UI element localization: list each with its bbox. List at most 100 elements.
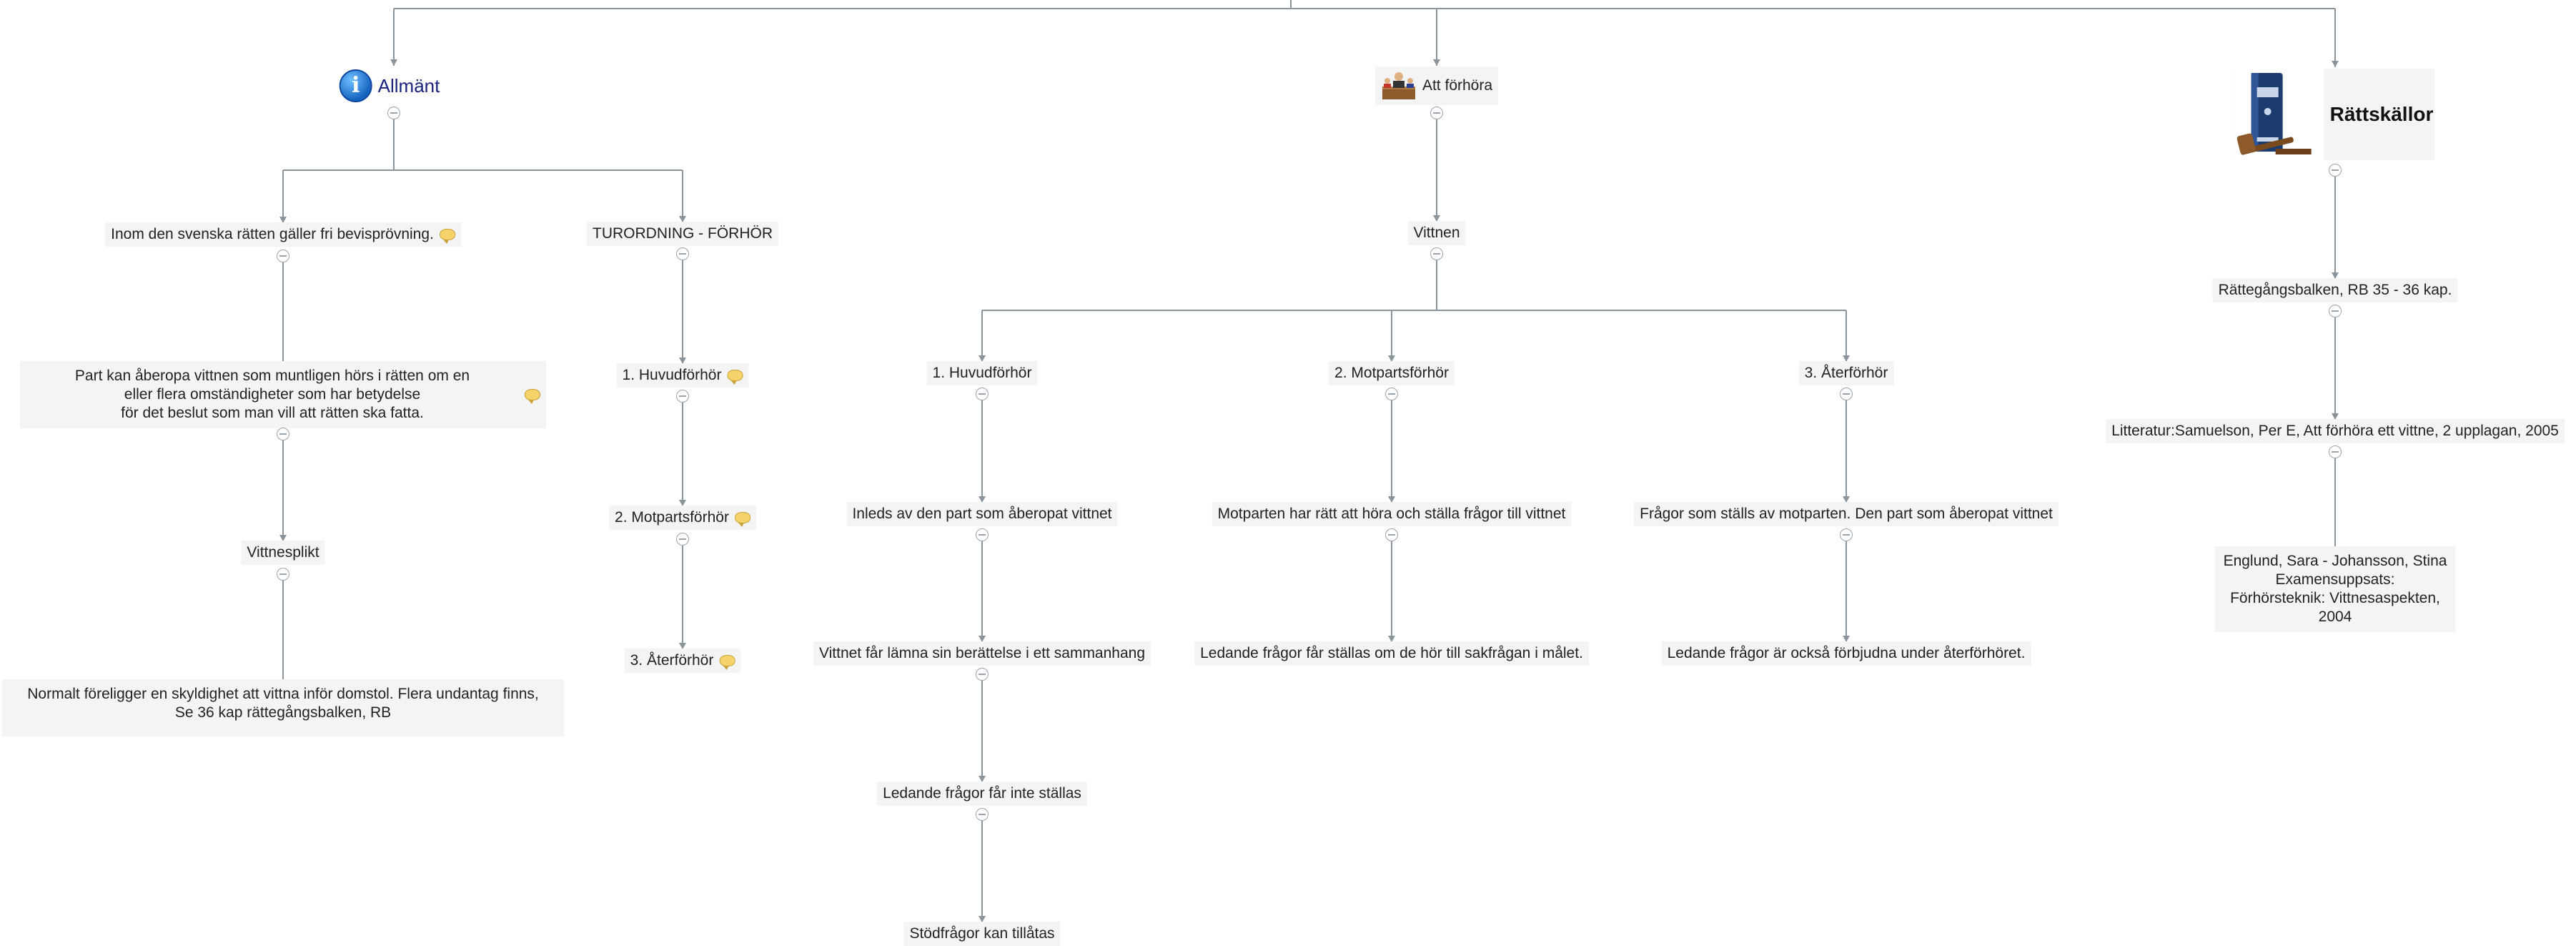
node-label: 1. Huvudförhör xyxy=(932,365,1032,381)
collapse-toggle[interactable] xyxy=(1385,388,1398,400)
node-label: 2. Motpartsförhör xyxy=(615,509,729,526)
connector-arrow xyxy=(979,355,986,362)
lawbook-gavel-icon xyxy=(2235,69,2324,160)
connector-arrow xyxy=(679,216,686,222)
node-label: Stödfrågor kan tillåtas xyxy=(909,925,1055,942)
connector-arrow xyxy=(979,776,986,782)
node-label: Normalt föreligger en skyldighet att vit… xyxy=(27,686,539,721)
node-label: TURORDNING - FÖRHÖR xyxy=(593,225,773,242)
node-motpartsforhor[interactable]: 2. Motpartsförhör xyxy=(609,506,756,530)
info-icon: i xyxy=(339,69,372,102)
collapse-toggle[interactable] xyxy=(676,390,689,403)
node-inleds[interactable]: Inleds av den part som åberopat vittnet xyxy=(846,502,1118,526)
connector-arrow xyxy=(979,636,986,642)
node-vittnesplikt[interactable]: Vittnesplikt xyxy=(241,541,325,565)
node-label: Vittnesplikt xyxy=(247,544,319,561)
collapse-toggle[interactable] xyxy=(976,808,989,821)
node-motparten-ratt[interactable]: Motparten har rätt att höra och ställa f… xyxy=(1212,502,1572,526)
connector-arrow xyxy=(1843,496,1850,503)
connector-arrow xyxy=(1388,496,1395,503)
collapse-toggle[interactable] xyxy=(976,668,989,681)
collapse-toggle[interactable] xyxy=(2329,164,2342,177)
node-englund[interactable]: Englund, Sara - Johansson, Stina Examens… xyxy=(2214,546,2456,632)
connector-arrow xyxy=(679,358,686,364)
node-rattegangsbalken[interactable]: Rättegångsbalken, RB 35 - 36 kap. xyxy=(2212,278,2458,302)
node-vittnen[interactable]: Vittnen xyxy=(1407,221,1466,245)
connector-arrow xyxy=(279,217,287,223)
collapse-toggle[interactable] xyxy=(676,533,689,546)
node-label: Ledande frågor får inte ställas xyxy=(883,785,1081,802)
connector-arrow xyxy=(1433,215,1440,222)
node-huvudforhor[interactable]: 1. Huvudförhör xyxy=(616,363,749,388)
node-berattelse[interactable]: Vittnet får lämna sin berättelse i ett s… xyxy=(813,641,1151,666)
node-label: 2. Motpartsförhör xyxy=(1334,365,1449,381)
node-ledande-far[interactable]: Ledande frågor får ställas om de hör til… xyxy=(1194,641,1589,666)
node-label: Motparten har rätt att höra och ställa f… xyxy=(1217,506,1566,522)
node-label: Ledande frågor får ställas om de hör til… xyxy=(1200,645,1583,661)
collapse-toggle[interactable] xyxy=(277,428,289,440)
connector-arrow xyxy=(1433,59,1440,66)
node-label: 3. Återförhör xyxy=(630,652,714,669)
node-label: Vittnen xyxy=(1413,225,1460,241)
note-icon[interactable] xyxy=(734,512,750,527)
node-label: Ledande frågor är också förbjudna under … xyxy=(1667,645,2026,661)
node-fragor-stalls[interactable]: Frågor som ställs av motparten. Den part… xyxy=(1634,502,2059,526)
node-part-kan-aberopa[interactable]: Part kan åberopa vittnen som muntligen h… xyxy=(20,361,546,428)
connector-arrow xyxy=(2332,272,2339,279)
note-icon[interactable] xyxy=(439,229,455,244)
node-ledande-forbjudna[interactable]: Ledande frågor är också förbjudna under … xyxy=(1661,641,2031,666)
collapse-toggle[interactable] xyxy=(976,528,989,541)
collapse-toggle[interactable] xyxy=(277,250,289,262)
topic-att-forhora-label: Att förhöra xyxy=(1422,77,1493,94)
node-fri-bevisprovning[interactable]: Inom den svenska rätten gäller fri bevis… xyxy=(105,222,461,247)
node-label: Vittnet får lämna sin berättelse i ett s… xyxy=(818,645,1146,661)
collapse-toggle[interactable] xyxy=(1385,528,1398,541)
collapse-toggle[interactable] xyxy=(387,107,400,119)
note-icon[interactable] xyxy=(525,389,540,404)
topic-rattskallor-label: Rättskällor xyxy=(2329,103,2434,125)
connector-arrow xyxy=(679,643,686,649)
connector-arrow xyxy=(1843,355,1850,362)
topic-rattskallor[interactable]: Rättskällor xyxy=(2235,69,2435,160)
collapse-toggle[interactable] xyxy=(1840,528,1853,541)
node-aterforhor[interactable]: 3. Återförhör xyxy=(624,649,741,673)
node-label: Litteratur:Samuelson, Per E, Att förhöra… xyxy=(2111,423,2559,439)
node-label: Inleds av den part som åberopat vittnet xyxy=(852,506,1112,522)
note-icon[interactable] xyxy=(719,655,735,670)
node-aterforhor-2[interactable]: 3. Återförhör xyxy=(1798,361,1894,385)
node-label: 1. Huvudförhör xyxy=(622,367,722,383)
connector-arrow xyxy=(1843,636,1850,642)
node-ledande-inte[interactable]: Ledande frågor får inte ställas xyxy=(877,782,1087,806)
node-litteratur[interactable]: Litteratur:Samuelson, Per E, Att förhöra… xyxy=(2106,419,2565,443)
node-label: Part kan åberopa vittnen som muntligen h… xyxy=(74,368,470,421)
collapse-toggle[interactable] xyxy=(2329,445,2342,458)
node-motpartsforhor-2[interactable]: 2. Motpartsförhör xyxy=(1329,361,1455,385)
collapse-toggle[interactable] xyxy=(676,247,689,260)
node-label: Inom den svenska rätten gäller fri bevis… xyxy=(111,226,434,242)
node-stodfragor[interactable]: Stödfrågor kan tillåtas xyxy=(903,922,1061,946)
topic-att-forhora[interactable]: Att förhöra xyxy=(1374,66,1499,105)
node-huvudforhor-2[interactable]: 1. Huvudförhör xyxy=(926,361,1038,385)
connector-arrow xyxy=(979,916,986,922)
topic-allmant[interactable]: i Allmänt xyxy=(334,66,446,105)
collapse-toggle[interactable] xyxy=(1840,388,1853,400)
node-label: Englund, Sara - Johansson, Stina Examens… xyxy=(2223,553,2447,625)
collapse-toggle[interactable] xyxy=(1430,247,1443,260)
connector-arrow xyxy=(1388,355,1395,362)
node-label: Rättegångsbalken, RB 35 - 36 kap. xyxy=(2218,282,2452,298)
node-label: 3. Återförhör xyxy=(1804,365,1888,381)
node-normalt-foreligger[interactable]: Normalt föreligger en skyldighet att vit… xyxy=(2,679,564,736)
collapse-toggle[interactable] xyxy=(976,388,989,400)
courtroom-icon xyxy=(1382,72,1415,99)
connector-arrow xyxy=(979,496,986,503)
collapse-toggle[interactable] xyxy=(277,568,289,581)
connector-arrow xyxy=(2332,413,2339,420)
collapse-toggle[interactable] xyxy=(2329,305,2342,317)
collapse-toggle[interactable] xyxy=(1430,107,1443,119)
note-icon[interactable] xyxy=(727,370,743,385)
node-label: Frågor som ställs av motparten. Den part… xyxy=(1640,506,2053,522)
connector-arrow xyxy=(279,535,287,541)
node-turordning-forhor[interactable]: TURORDNING - FÖRHÖR xyxy=(587,222,778,246)
connector-arrow xyxy=(2332,61,2339,67)
